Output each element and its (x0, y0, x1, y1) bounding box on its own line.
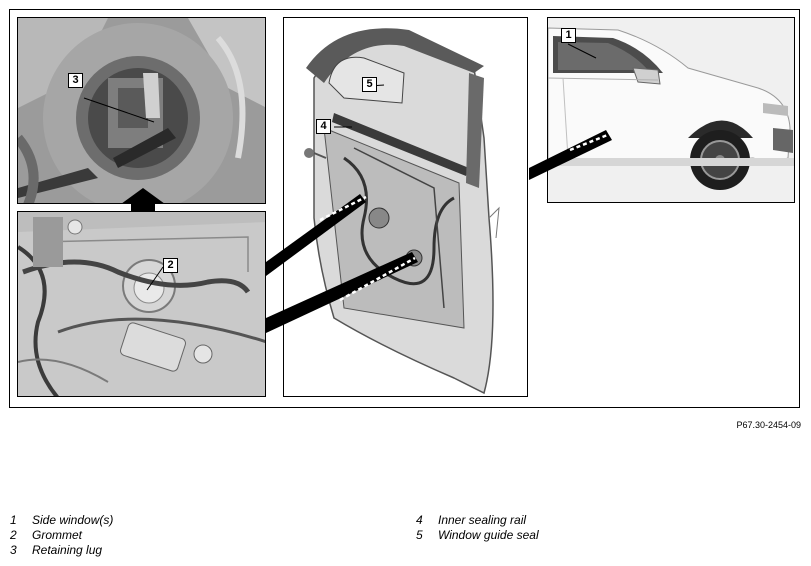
side-window-leader-line (567, 43, 597, 59)
door-overview-panel: 5 4 (283, 17, 528, 397)
callout-grommet: 2 (163, 258, 178, 273)
legend-left-column: 1 Side window(s) 2 Grommet 3 Retaining lug (10, 513, 113, 558)
retaining-lug-leader-line (83, 97, 155, 123)
legend-label: Window guide seal (438, 528, 539, 542)
retaining-lug-detail-panel: 3 (17, 17, 266, 204)
legend-right-column: 4 Inner sealing rail 5 Window guide seal (416, 513, 539, 543)
door-inner-panel-illustration (304, 28, 500, 395)
legend-number: 3 (10, 543, 17, 557)
retaining-lug-detail-illustration (18, 18, 265, 203)
legend-label: Grommet (32, 528, 83, 542)
legend-number: 2 (10, 528, 17, 542)
legend-label: Retaining lug (32, 543, 103, 557)
vehicle-side-illustration (548, 18, 794, 202)
callout-window-guide-seal: 5 (362, 77, 377, 92)
grommet-leader-line (146, 266, 164, 291)
legend-number: 4 (416, 513, 423, 527)
vehicle-overview-panel: 1 (547, 17, 795, 203)
legend-item: 2 Grommet (10, 528, 113, 543)
grommet-detail-illustration (18, 212, 265, 396)
callout-inner-sealing-rail: 4 (316, 119, 331, 134)
legend-item: 4 Inner sealing rail (416, 513, 539, 528)
legend-number: 1 (10, 513, 17, 527)
callout-retaining-lug: 3 (68, 73, 83, 88)
legend-item: 3 Retaining lug (10, 543, 113, 558)
legend-item: 1 Side window(s) (10, 513, 113, 528)
grommet-detail-panel: 2 (17, 211, 266, 397)
figure-reference-code: P67.30-2454-09 (736, 420, 801, 430)
legend-label: Inner sealing rail (438, 513, 527, 527)
legend-label: Side window(s) (32, 513, 114, 527)
legend-number: 5 (416, 528, 423, 542)
legend-item: 5 Window guide seal (416, 528, 539, 543)
callout-side-window: 1 (561, 28, 576, 43)
